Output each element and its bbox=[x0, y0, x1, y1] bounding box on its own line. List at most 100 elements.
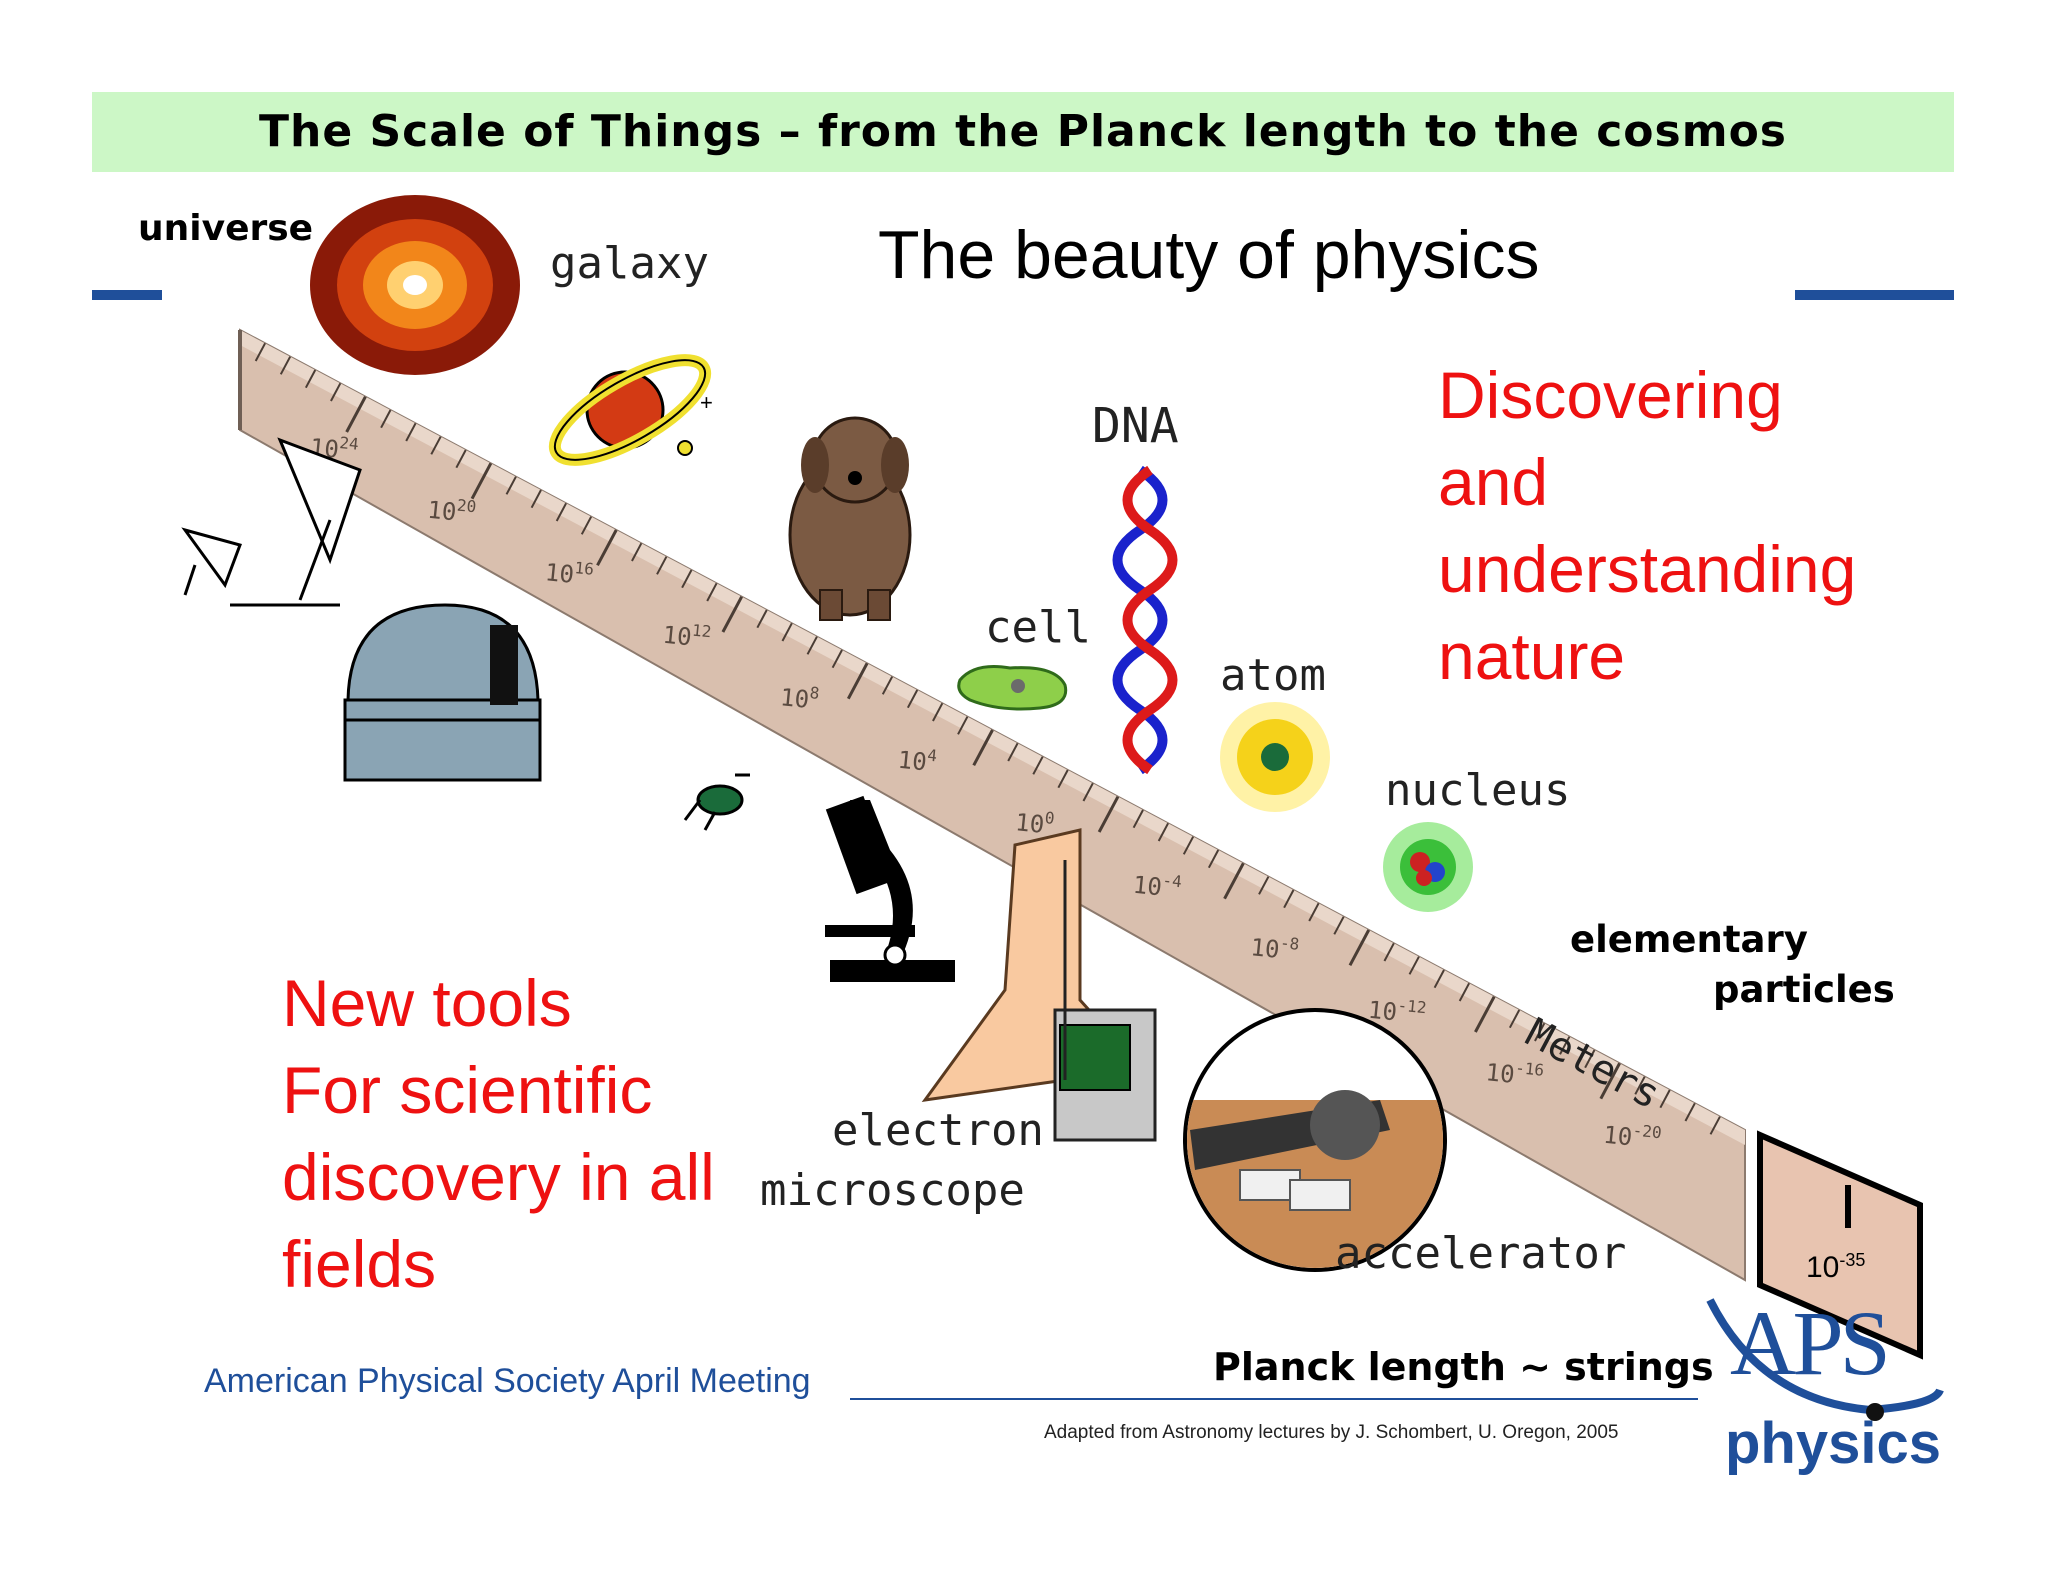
ruler-tick bbox=[405, 422, 417, 442]
ruler-tick bbox=[1684, 1102, 1696, 1122]
ruler-tick-label: 10-12 bbox=[1367, 993, 1428, 1029]
ruler-tick bbox=[1559, 1036, 1571, 1055]
discovering-text: Discovering and understanding nature bbox=[1438, 352, 1856, 700]
ruler-tick bbox=[1584, 1049, 1596, 1069]
ruler-tick bbox=[330, 382, 342, 402]
new-tools-line-2: For scientific bbox=[282, 1053, 653, 1127]
ruler-tick-label: 108 bbox=[779, 680, 820, 715]
new-tools-text: New tools For scientific discovery in al… bbox=[282, 960, 715, 1308]
label-microscope: microscope bbox=[760, 1165, 1025, 1216]
aps-logo-physics: physics bbox=[1725, 1411, 1941, 1476]
planck-scale-value: 10-35 bbox=[1806, 1250, 1866, 1284]
ruler-tick bbox=[881, 676, 894, 695]
ruler-tick bbox=[345, 395, 367, 433]
ruler-tick bbox=[756, 609, 768, 629]
ruler-tick bbox=[631, 542, 643, 562]
footer-credit: Adapted from Astronomy lectures by J. Sc… bbox=[1044, 1422, 1619, 1443]
radio-telescope-image bbox=[181, 437, 362, 607]
ruler-tick-label: 104 bbox=[897, 743, 938, 778]
ruler-tick bbox=[279, 356, 292, 375]
label-cell: cell bbox=[985, 602, 1091, 653]
observatory-image bbox=[343, 603, 542, 782]
accent-bar-left bbox=[92, 290, 162, 300]
ruler-tick-label: 1020 bbox=[426, 493, 477, 529]
ruler-tick bbox=[957, 716, 969, 735]
ruler-tick bbox=[530, 489, 542, 509]
ruler-tick bbox=[1599, 1062, 1621, 1100]
ruler-tick bbox=[932, 702, 944, 722]
label-elementary: elementary bbox=[1570, 918, 1808, 961]
ruler-tick bbox=[580, 516, 593, 535]
ruler-tick bbox=[505, 476, 517, 495]
dog-image bbox=[788, 416, 912, 621]
new-tools-line-4: fields bbox=[282, 1227, 437, 1301]
aps-logo-text: APS bbox=[1730, 1292, 1891, 1394]
ruler-tick bbox=[1007, 742, 1019, 762]
atom-image bbox=[1220, 702, 1330, 812]
ruler-tick bbox=[1433, 969, 1445, 989]
ruler-tick bbox=[721, 595, 743, 633]
ruler-tick-label: 10-4 bbox=[1132, 868, 1183, 904]
ruler-tick bbox=[1634, 1076, 1646, 1095]
label-accelerator: accelerator bbox=[1335, 1228, 1627, 1279]
microscope-image bbox=[825, 795, 955, 982]
label-dna: DNA bbox=[1092, 398, 1179, 454]
ruler-tick bbox=[1659, 1089, 1671, 1109]
ruler-tick bbox=[1709, 1116, 1721, 1135]
ruler-tick bbox=[380, 409, 392, 429]
discovering-line-3: understanding bbox=[1438, 532, 1857, 606]
label-atom: atom bbox=[1220, 650, 1326, 701]
galaxy-image bbox=[310, 195, 520, 375]
dna-image bbox=[1112, 465, 1178, 775]
ruler-tick bbox=[254, 342, 266, 362]
ruler-tick bbox=[1308, 902, 1320, 922]
ruler-tick-label: 10-8 bbox=[1249, 930, 1300, 966]
svg-text:+: + bbox=[700, 390, 713, 415]
ruler-tick bbox=[596, 529, 618, 567]
ruler-tick bbox=[1508, 1009, 1521, 1029]
ruler-tick bbox=[1082, 782, 1094, 802]
ruler-tick bbox=[430, 436, 442, 455]
ruler-tick bbox=[1097, 795, 1120, 833]
ruler-tick bbox=[972, 729, 994, 767]
ruler-tick-label: 100 bbox=[1014, 805, 1055, 840]
footer-meeting: American Physical Society April Meeting bbox=[204, 1362, 811, 1400]
ruler-tick bbox=[1458, 982, 1470, 1002]
ruler-tick-label: 10-20 bbox=[1602, 1118, 1663, 1154]
ruler-tick bbox=[1348, 929, 1371, 967]
accent-bar-right bbox=[1795, 290, 1954, 300]
ruler-ticks bbox=[254, 342, 1721, 1135]
label-electron: electron bbox=[832, 1105, 1044, 1156]
ruler-tick bbox=[470, 462, 493, 500]
label-universe: universe bbox=[138, 208, 314, 249]
ruler-tick bbox=[1157, 822, 1169, 842]
accelerator-image bbox=[1183, 1008, 1447, 1272]
footer-rule bbox=[850, 1398, 1698, 1400]
ruler-tick bbox=[1408, 956, 1420, 975]
new-tools-line-3: discovery in all bbox=[282, 1140, 715, 1214]
label-nucleus: nucleus bbox=[1385, 765, 1571, 816]
planet-image: + bbox=[548, 354, 713, 466]
ruler-tick bbox=[555, 502, 567, 522]
insect-image bbox=[683, 773, 750, 831]
ruler-tick bbox=[455, 449, 467, 469]
cell-image bbox=[957, 665, 1068, 711]
ruler-tick bbox=[1258, 876, 1270, 895]
planck-box bbox=[1757, 1130, 1923, 1360]
discovering-line-4: nature bbox=[1438, 619, 1626, 693]
subtitle: The beauty of physics bbox=[878, 217, 1540, 293]
new-tools-line-1: New tools bbox=[282, 966, 572, 1040]
ruler-tick bbox=[1207, 849, 1220, 869]
ruler-tick bbox=[1132, 809, 1144, 829]
ruler-tick bbox=[906, 689, 919, 709]
label-planck-length: Planck length ~ strings bbox=[1213, 1345, 1714, 1389]
ruler-tick-label: 10-16 bbox=[1484, 1055, 1545, 1091]
ruler-tick bbox=[706, 582, 718, 602]
ruler-tick-label: 1016 bbox=[544, 555, 595, 591]
ruler-tick bbox=[1223, 862, 1245, 900]
ruler-tick bbox=[1283, 889, 1295, 909]
ruler-tick bbox=[1333, 916, 1345, 935]
ruler-tick bbox=[681, 569, 693, 589]
ruler-tick bbox=[1474, 995, 1496, 1033]
